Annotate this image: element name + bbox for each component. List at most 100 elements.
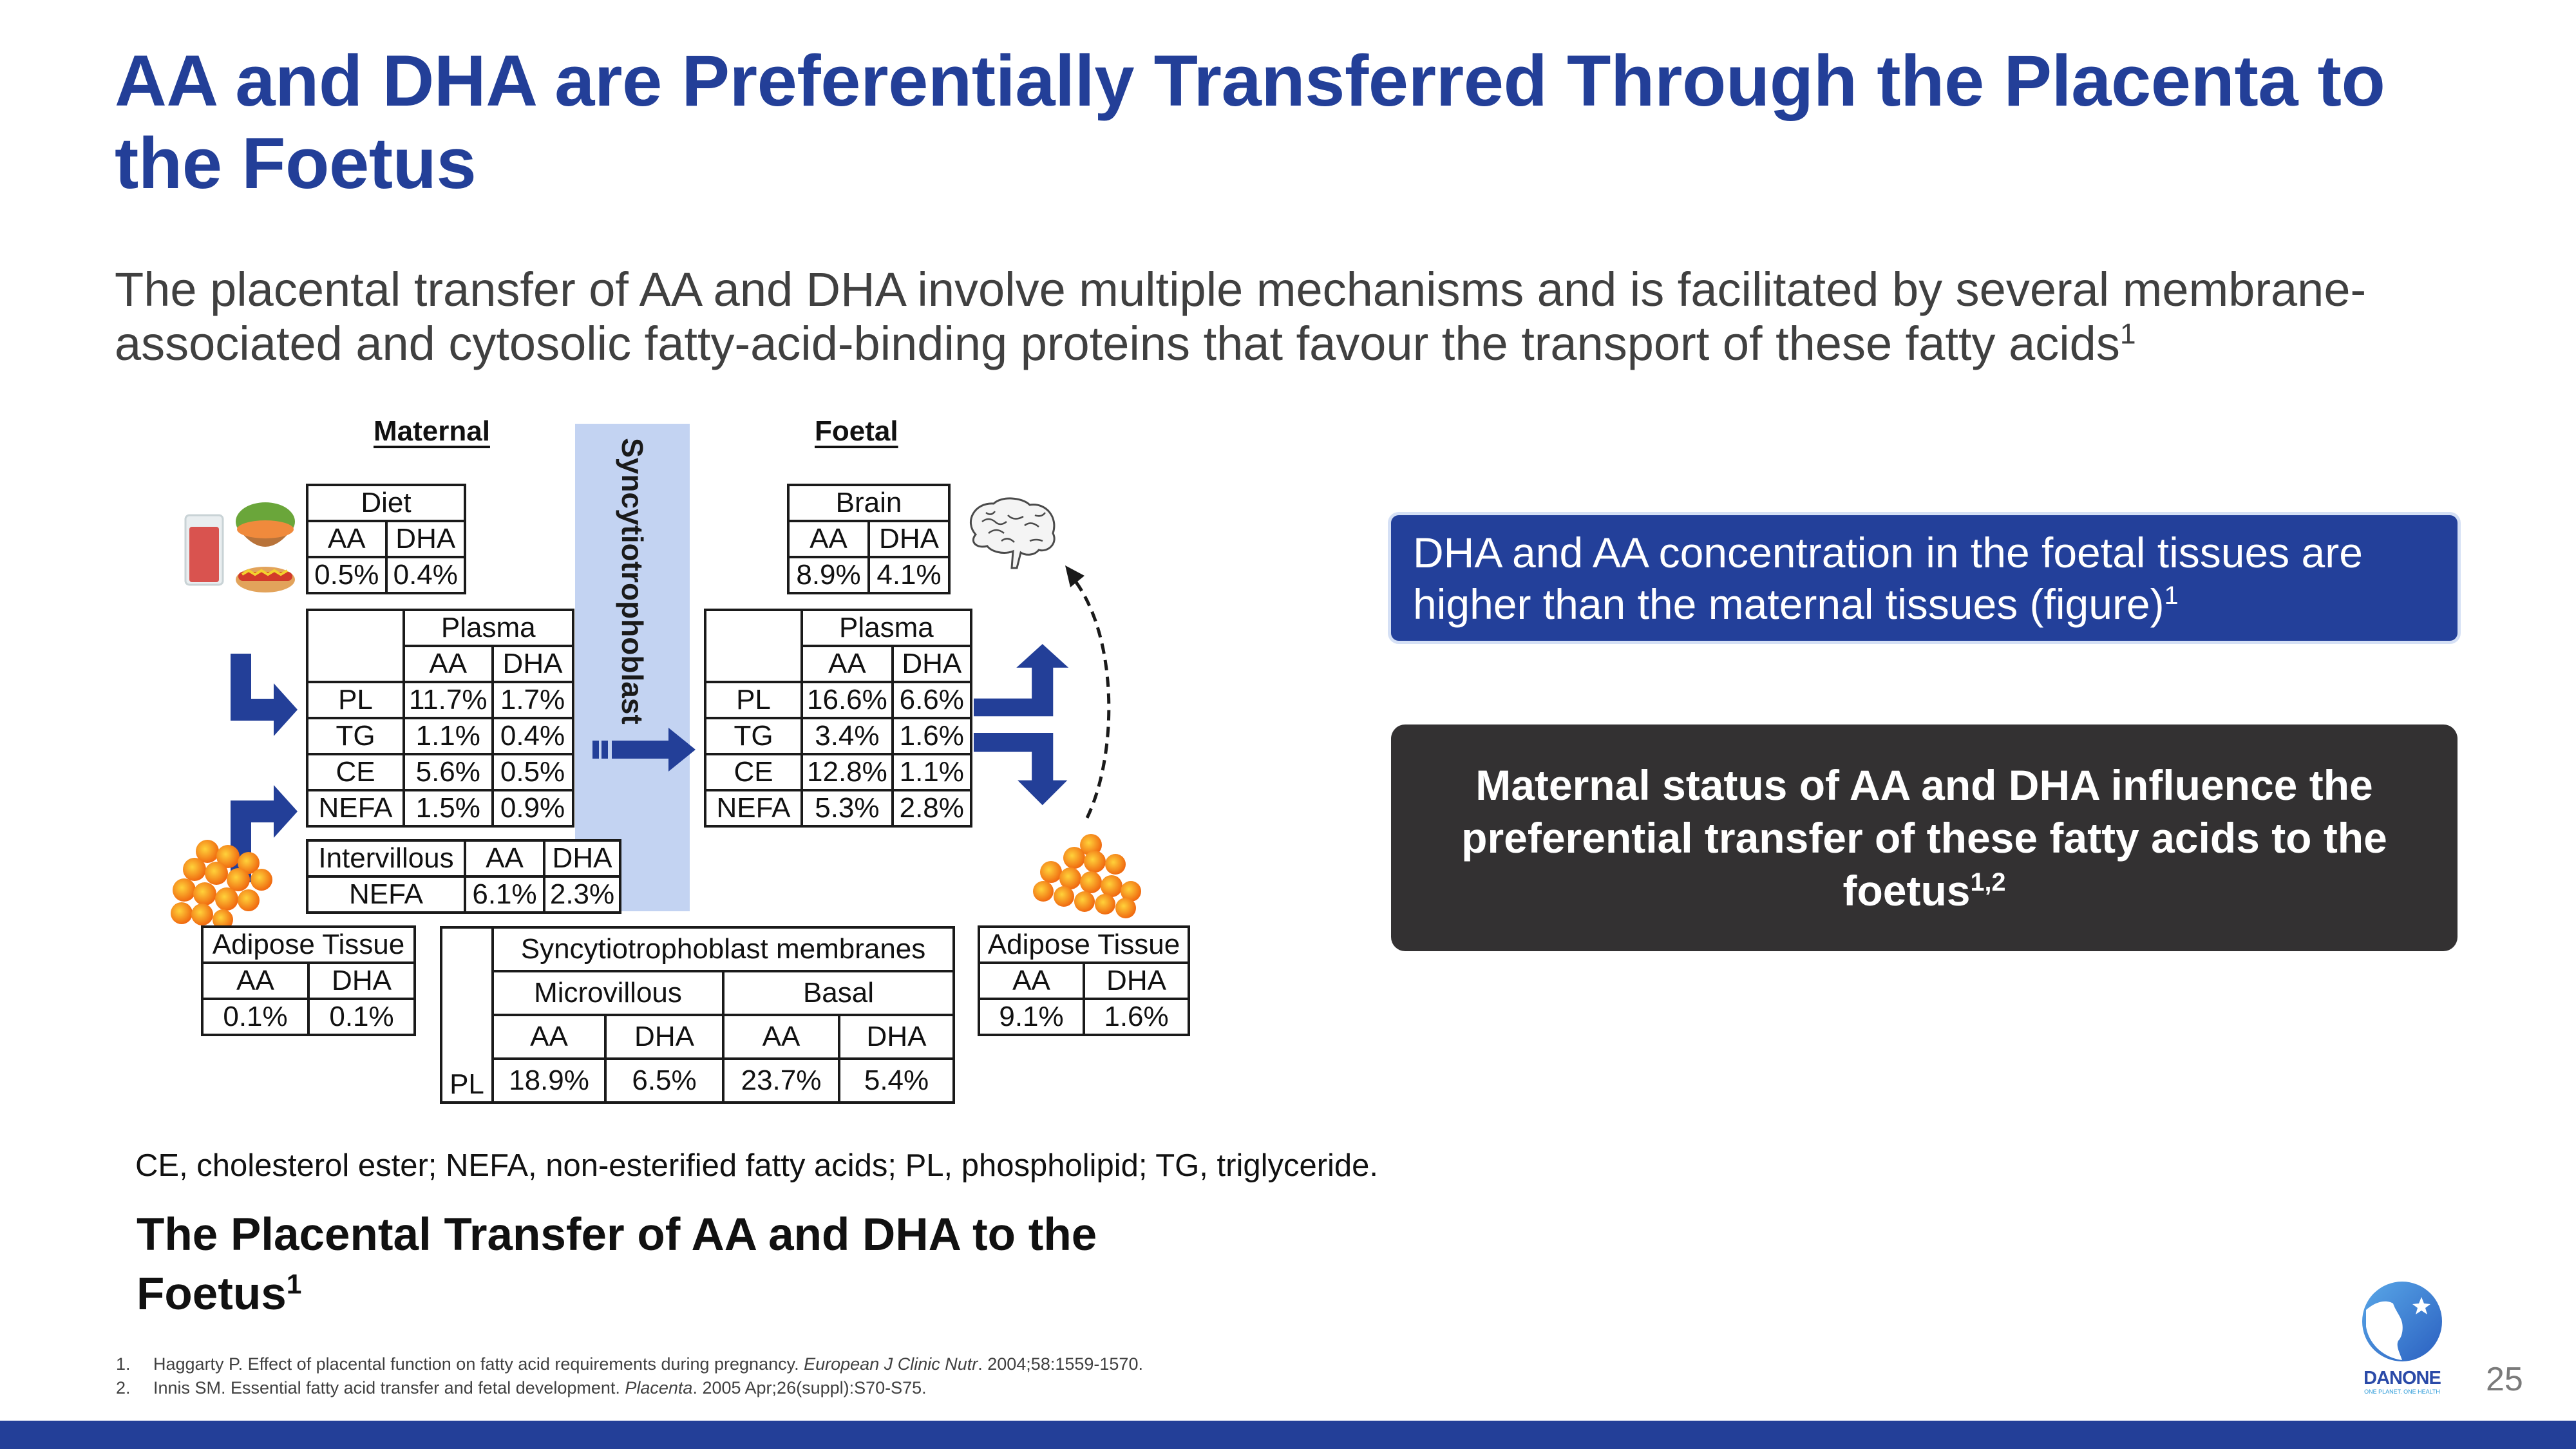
foetal-adipose-dha-value: 1.6% [1083,998,1190,1036]
maternal-adipose-col-aa: AA [201,961,310,1000]
dha-value: 2.8% [891,789,972,828]
row-label: TG [704,717,803,755]
membranes-value: 18.9% [491,1057,607,1104]
reference-text: Haggarty P. Effect of placental function… [153,1354,804,1374]
membranes-title: Syncytiotrophoblast membranes [491,926,955,972]
fat-cells-icon [171,840,272,930]
brain-col-aa: AA [787,520,870,558]
maternal-plasma-col-aa: AA [402,645,494,683]
row-label: CE [704,753,803,791]
row-label: NEFA [306,789,405,828]
dha-value: 1.6% [891,717,972,755]
membranes-value: 5.4% [838,1057,955,1104]
aa-value: 3.4% [800,717,894,755]
intervillous-col-aa: AA [464,839,545,878]
callout-footnote: 1,2 [1970,868,2006,896]
brain-dha-value: 4.1% [867,556,951,594]
aa-value: 12.8% [800,753,894,791]
syncytiotrophoblast-label: Syncytiotrophoblast [616,438,649,724]
maternal-adipose-title: Adipose Tissue [201,925,416,964]
references: 1. Haggarty P. Effect of placental functi… [116,1352,1143,1400]
dashed-curved-arrow-icon [1065,565,1111,819]
maternal-status-callout: Maternal status of AA and DHA influence … [1391,724,2458,951]
brain-col-dha: DHA [867,520,951,558]
page-number: 25 [2486,1361,2523,1398]
food-drink-icon [184,502,295,592]
foetal-plasma-title: Plasma [800,609,972,647]
brain-icon [969,497,1056,569]
membranes-col: DHA [838,1014,955,1060]
caption-text: The Placental Transfer of AA and DHA to … [137,1209,1097,1320]
reference-number: 2. [116,1378,131,1397]
callout-text: Maternal status of AA and DHA influence … [1461,761,2387,914]
membranes-col: AA [722,1014,840,1060]
aa-value: 11.7% [402,681,494,719]
transfer-arrow-icon [592,728,696,772]
membranes-group-microvillous: Microvillous [491,970,724,1016]
row-label: CE [306,753,405,791]
aa-value: 1.1% [402,717,494,755]
reference-journal: European J Clinic Nutr [804,1354,978,1374]
row-label: PL [704,681,803,719]
maternal-plasma-title: Plasma [402,609,574,647]
maternal-adipose-dha-value: 0.1% [307,998,416,1036]
reference-item: 1. Haggarty P. Effect of placental functi… [116,1352,1143,1376]
dha-value: 0.4% [491,717,574,755]
brain-aa-value: 8.9% [787,556,870,594]
logo-wordmark: DANONE [2363,1368,2441,1388]
reference-details: . 2004;58:1559-1570. [978,1354,1143,1374]
intervillous-col-dha: DHA [543,839,621,878]
foetal-adipose-title: Adipose Tissue [978,925,1190,964]
intervillous-row-label: NEFA [306,875,466,914]
intervillous-aa-value: 6.1% [464,875,545,914]
intervillous-dha-value: 2.3% [543,875,621,914]
foetal-adipose-col-aa: AA [978,961,1085,1000]
reference-number: 1. [116,1354,131,1374]
danone-logo: DANONE ONE PLANET. ONE HEALTH [2357,1282,2447,1399]
callout-text: DHA and AA concentration in the foetal t… [1413,529,2363,628]
row-label: PL [306,681,405,719]
reference-details: . 2005 Apr;26(suppl):S70-S75. [692,1378,927,1397]
reference-item: 2.Innis SM. Essential fatty acid transfe… [116,1376,1143,1400]
foetal-heading: Foetal [815,415,898,447]
footer-bar [0,1421,2576,1449]
foetal-plasma-col-dha: DHA [891,645,972,683]
foetal-arrows-icon [974,644,1069,806]
dha-value: 6.6% [891,681,972,719]
dha-value: 0.9% [491,789,574,828]
membranes-value: 6.5% [604,1057,724,1104]
diet-dha-value: 0.4% [384,556,466,594]
dha-value: 1.7% [491,681,574,719]
dha-value: 1.1% [891,753,972,791]
logo-tagline: ONE PLANET. ONE HEALTH [2364,1388,2440,1395]
subtitle-text: The placental transfer of AA and DHA inv… [115,263,2367,370]
subtitle-footnote: 1 [2119,318,2136,350]
aa-value: 5.6% [402,753,494,791]
maternal-plasma-col-dha: DHA [491,645,574,683]
slide-title: AA and DHA are Preferentially Transferre… [115,41,2385,204]
maternal-adipose-aa-value: 0.1% [201,998,310,1036]
brain-title: Brain [787,484,951,522]
callout-footnote: 1 [2164,582,2179,610]
row-label: NEFA [704,789,803,828]
diet-aa-value: 0.5% [306,556,388,594]
aa-value: 16.6% [800,681,894,719]
diet-col-aa: AA [306,520,388,558]
slide-subtitle: The placental transfer of AA and DHA inv… [115,263,2485,371]
reference-journal: Placenta [625,1378,693,1397]
diet-col-dha: DHA [384,520,466,558]
aa-value: 1.5% [402,789,494,828]
